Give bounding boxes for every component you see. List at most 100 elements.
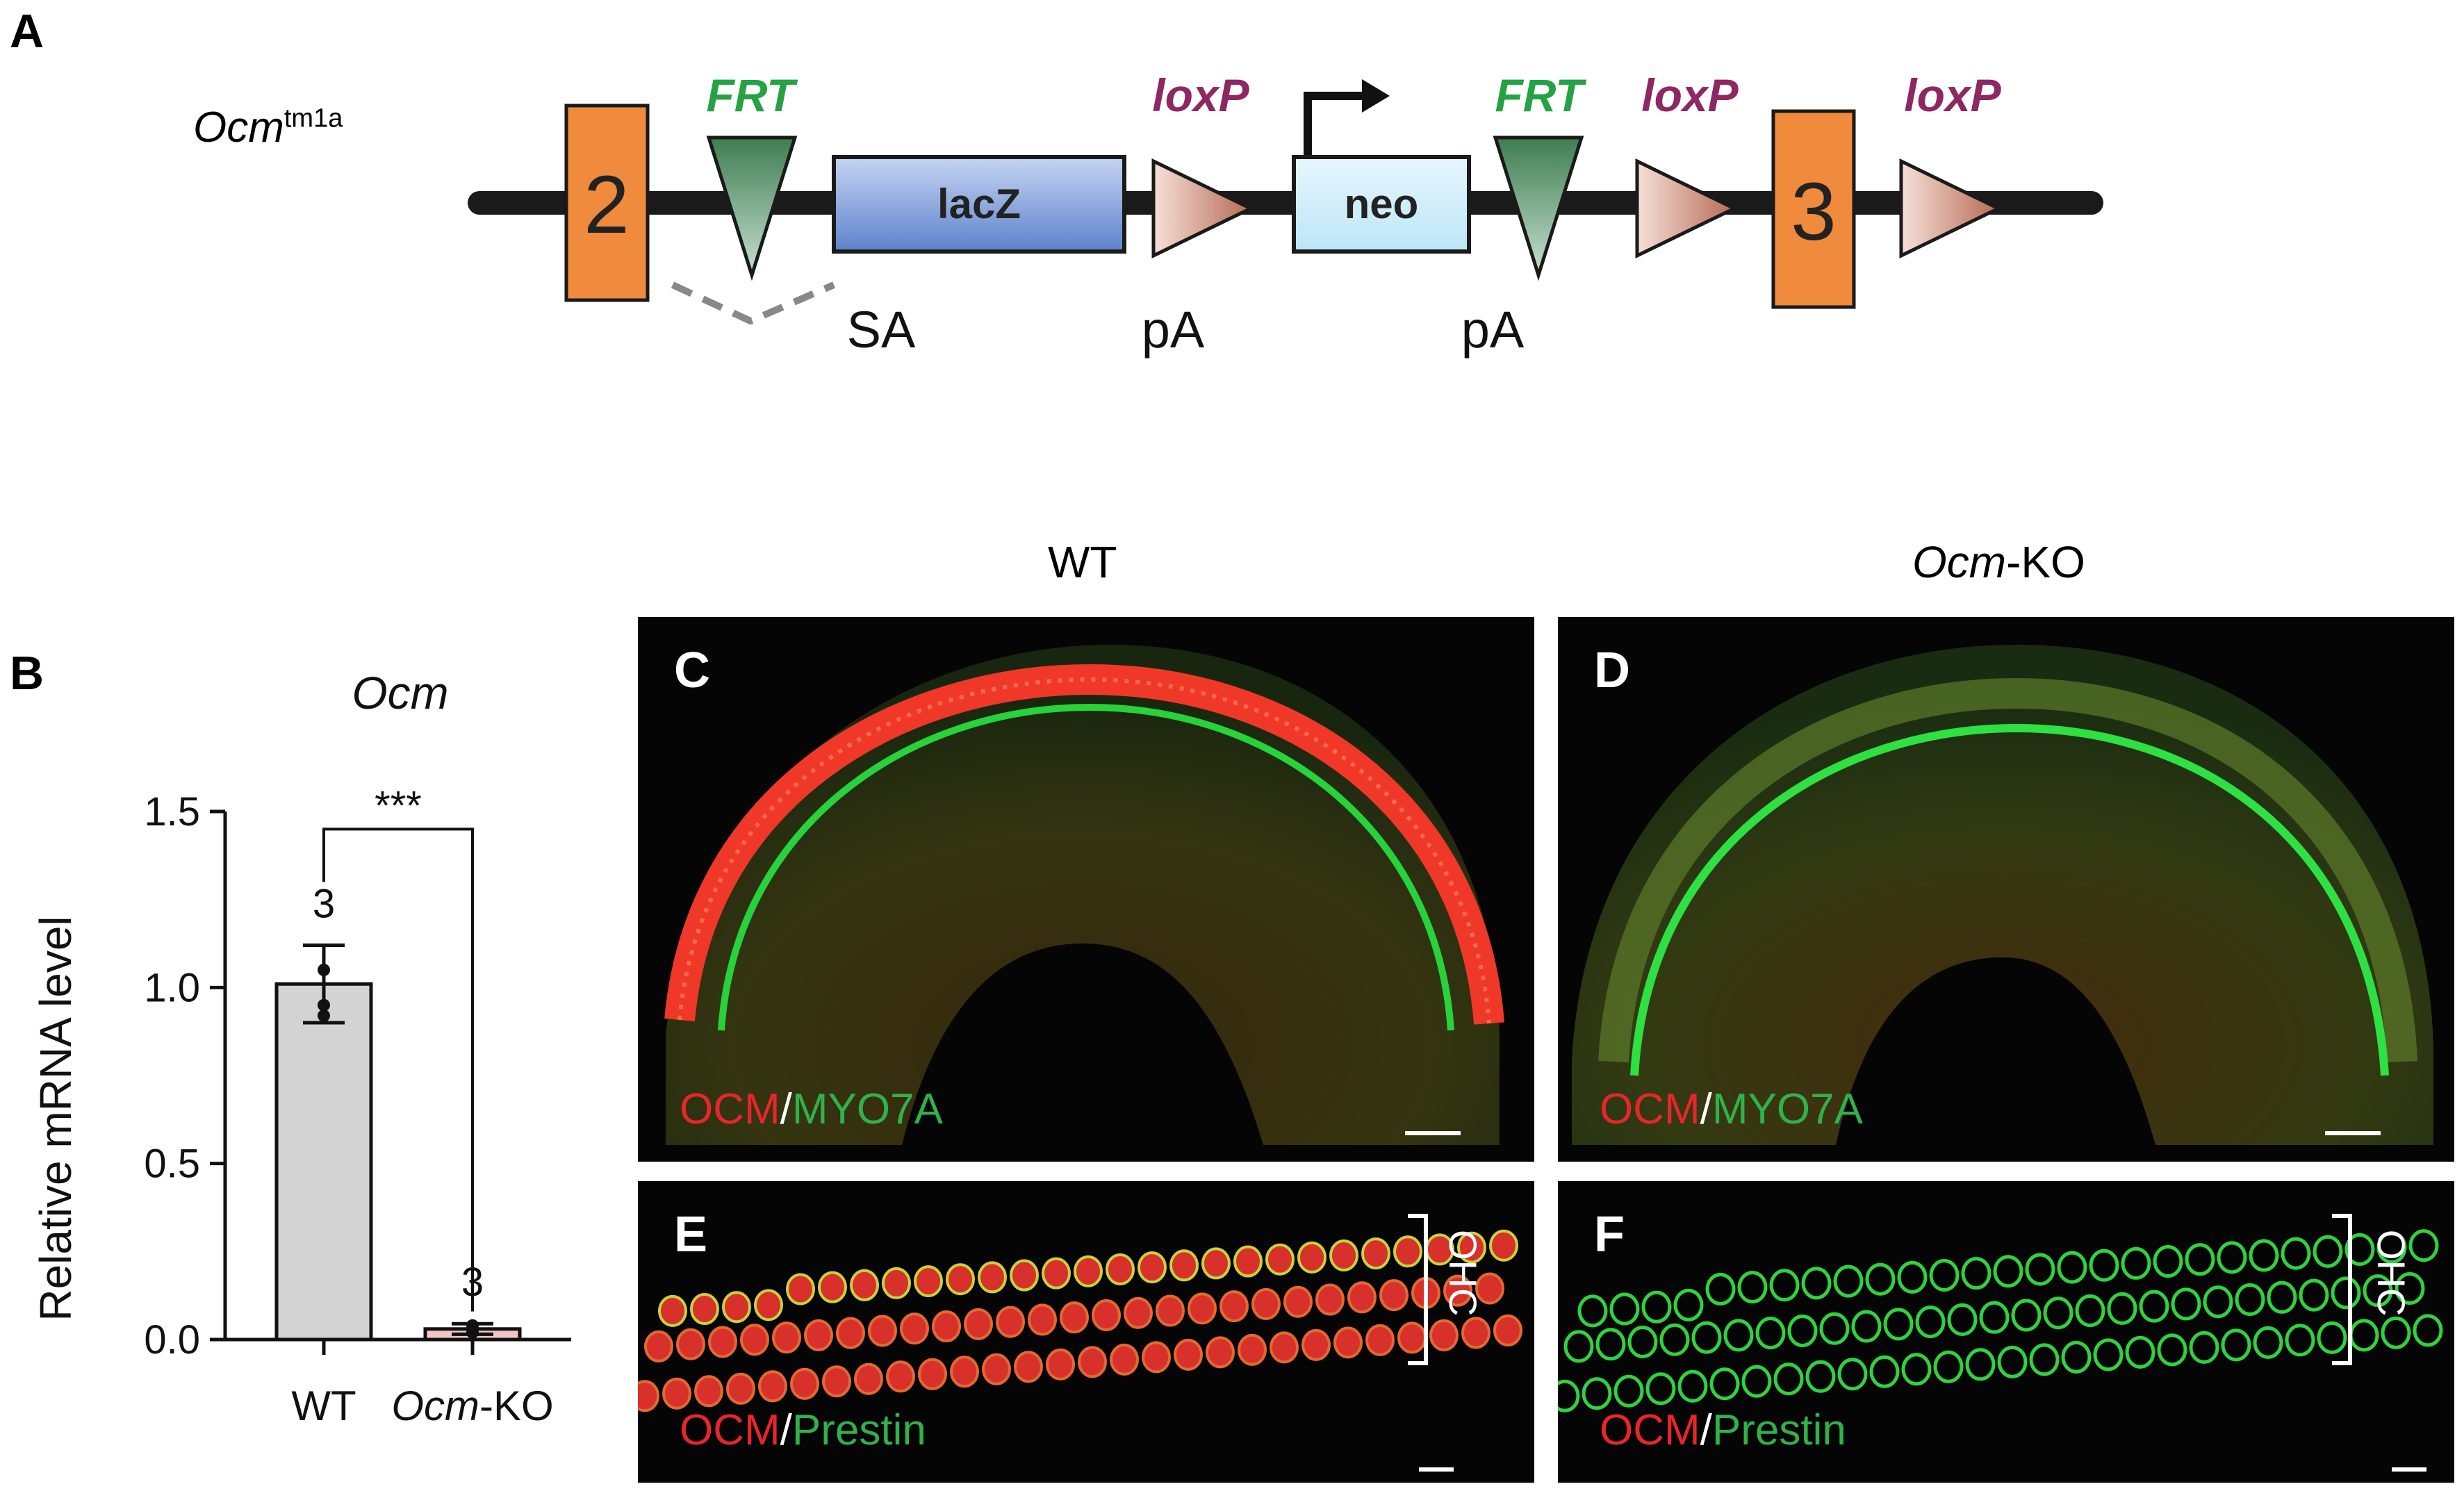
outer-hair-cell bbox=[2011, 1299, 2042, 1332]
outer-hair-cell bbox=[2408, 1229, 2439, 1262]
outer-hair-cell bbox=[2089, 1249, 2119, 1282]
outer-hair-cell bbox=[1074, 1255, 1103, 1287]
outer-hair-cell bbox=[850, 1269, 879, 1301]
outer-hair-cell bbox=[2075, 1294, 2105, 1328]
outer-hair-cell bbox=[1265, 1243, 1295, 1276]
outer-hair-cell bbox=[2376, 1231, 2407, 1265]
outer-hair-cell bbox=[1645, 1372, 1676, 1406]
outer-hair-cell bbox=[1347, 1281, 1377, 1314]
stain-ocm: OCM bbox=[680, 1406, 780, 1454]
outer-hair-cell bbox=[2121, 1246, 2151, 1280]
outer-hair-cell bbox=[1393, 1235, 1422, 1268]
outer-hair-cell bbox=[1851, 1310, 1882, 1343]
outer-hair-cell bbox=[2189, 1331, 2219, 1364]
outer-hair-cell bbox=[1737, 1271, 1768, 1304]
y-tick-label: 1.5 bbox=[144, 789, 200, 834]
outer-hair-cell bbox=[1489, 1229, 1518, 1262]
outer-hair-cell bbox=[1741, 1365, 1772, 1398]
outer-hair-cell bbox=[662, 1377, 691, 1410]
outer-hair-cell bbox=[1379, 1279, 1408, 1312]
outer-hair-cell bbox=[758, 1370, 787, 1403]
outer-hair-cell bbox=[1577, 1294, 1608, 1328]
outer-hair-cell bbox=[1042, 1257, 1071, 1290]
outer-hair-cell bbox=[978, 1261, 1007, 1294]
micrograph-c: C OCM/MYO7A bbox=[638, 617, 1534, 1162]
outer-hair-cell bbox=[1947, 1303, 1978, 1336]
outer-hair-cell bbox=[1028, 1303, 1057, 1336]
outer-hair-cell bbox=[804, 1319, 833, 1351]
outer-hair-cell bbox=[2157, 1333, 2187, 1367]
outer-hair-cell bbox=[1933, 1350, 1964, 1383]
y-tick-label: 1.0 bbox=[144, 965, 200, 1010]
outer-hair-cell bbox=[1219, 1290, 1249, 1323]
scale-bar-f bbox=[2392, 1467, 2426, 1472]
inner-hair-cells-d bbox=[1630, 723, 2389, 1076]
outer-hair-cell bbox=[1979, 1301, 2010, 1334]
outer-hair-cell bbox=[2025, 1253, 2055, 1286]
allele-gene: Ocm bbox=[193, 104, 284, 151]
outer-hair-cell bbox=[644, 1330, 673, 1362]
stain-slash: / bbox=[1700, 1085, 1712, 1133]
outer-hair-cell bbox=[1493, 1314, 1522, 1346]
outer-hair-cell bbox=[2139, 1290, 2169, 1323]
outer-hair-cell bbox=[2029, 1343, 2060, 1376]
stain-ocm: OCM bbox=[1600, 1085, 1700, 1133]
panel-c-letter: C bbox=[674, 643, 710, 698]
outer-hair-cell bbox=[740, 1324, 769, 1356]
significance-label: *** bbox=[375, 783, 422, 828]
promoter-arrowhead-icon bbox=[1362, 79, 1390, 113]
outer-hair-cell bbox=[1677, 1369, 1708, 1403]
outer-hair-cell bbox=[2235, 1283, 2265, 1317]
outer-hair-cell-rows-d bbox=[1598, 677, 2417, 1063]
frt-site-2-icon bbox=[1493, 135, 1584, 281]
pa-label-2: pA bbox=[1461, 301, 1525, 359]
outer-hair-cell bbox=[1819, 1312, 1850, 1345]
outer-hair-cell bbox=[2313, 1235, 2343, 1268]
outer-hair-cell bbox=[1060, 1301, 1089, 1334]
outer-hair-cell bbox=[2061, 1340, 2092, 1374]
outer-hair-cell bbox=[1333, 1326, 1363, 1359]
outer-hair-cell bbox=[772, 1321, 801, 1354]
n-label: 3 bbox=[313, 882, 335, 927]
loxp-label-3: loxP bbox=[1904, 69, 2001, 121]
outer-hair-cell bbox=[932, 1310, 961, 1343]
inner-hair-cells-c bbox=[718, 703, 1454, 1031]
outer-hair-cell bbox=[1805, 1360, 1836, 1393]
lacz-label: lacZ bbox=[937, 181, 1021, 227]
outer-hair-cell bbox=[1169, 1249, 1199, 1282]
outer-hair-cell bbox=[2249, 1239, 2279, 1272]
outer-hair-cell bbox=[1429, 1319, 1459, 1351]
bar bbox=[274, 982, 373, 1342]
outer-hair-cell bbox=[2267, 1280, 2297, 1314]
outer-hair-cell bbox=[2299, 1278, 2329, 1312]
outer-hair-cell bbox=[822, 1365, 851, 1398]
outer-hair-cell bbox=[818, 1271, 847, 1303]
loxp-site-2-icon bbox=[1635, 158, 1739, 258]
micrograph-c-image bbox=[664, 645, 1504, 1145]
stain-slash: / bbox=[780, 1085, 792, 1133]
allele-superscript: tm1a bbox=[284, 104, 343, 133]
panel-a-letter: A bbox=[10, 5, 44, 58]
outer-hair-cell bbox=[1869, 1355, 1900, 1388]
panel-b-letter: B bbox=[10, 647, 44, 700]
ohc-bracket-e bbox=[1408, 1214, 1428, 1365]
outer-hair-cell bbox=[1865, 1262, 1896, 1296]
outer-hair-cell bbox=[2381, 1316, 2411, 1349]
outer-hair-cell bbox=[708, 1326, 737, 1358]
exon-3-box bbox=[1771, 109, 1856, 309]
outer-hair-cell bbox=[886, 1360, 915, 1393]
stain-label-f: OCM/Prestin bbox=[1600, 1406, 1846, 1455]
outer-hair-cell bbox=[1174, 1338, 1203, 1371]
outer-hair-cell bbox=[2331, 1276, 2361, 1310]
outer-hair-cell bbox=[694, 1375, 723, 1408]
y-axis-label: Relative mRNA level bbox=[31, 916, 81, 1321]
outer-hair-cell bbox=[1092, 1299, 1121, 1331]
outer-hair-cell bbox=[946, 1263, 975, 1296]
outer-hair-cell bbox=[1283, 1285, 1313, 1318]
outer-hair-cell bbox=[1106, 1253, 1135, 1285]
outer-hair-cell bbox=[1641, 1290, 1672, 1324]
outer-hair-cell bbox=[2344, 1233, 2375, 1266]
outer-hair-cell bbox=[1201, 1247, 1231, 1280]
outer-hair-cell bbox=[914, 1265, 943, 1298]
outer-hair-cell bbox=[836, 1317, 865, 1349]
